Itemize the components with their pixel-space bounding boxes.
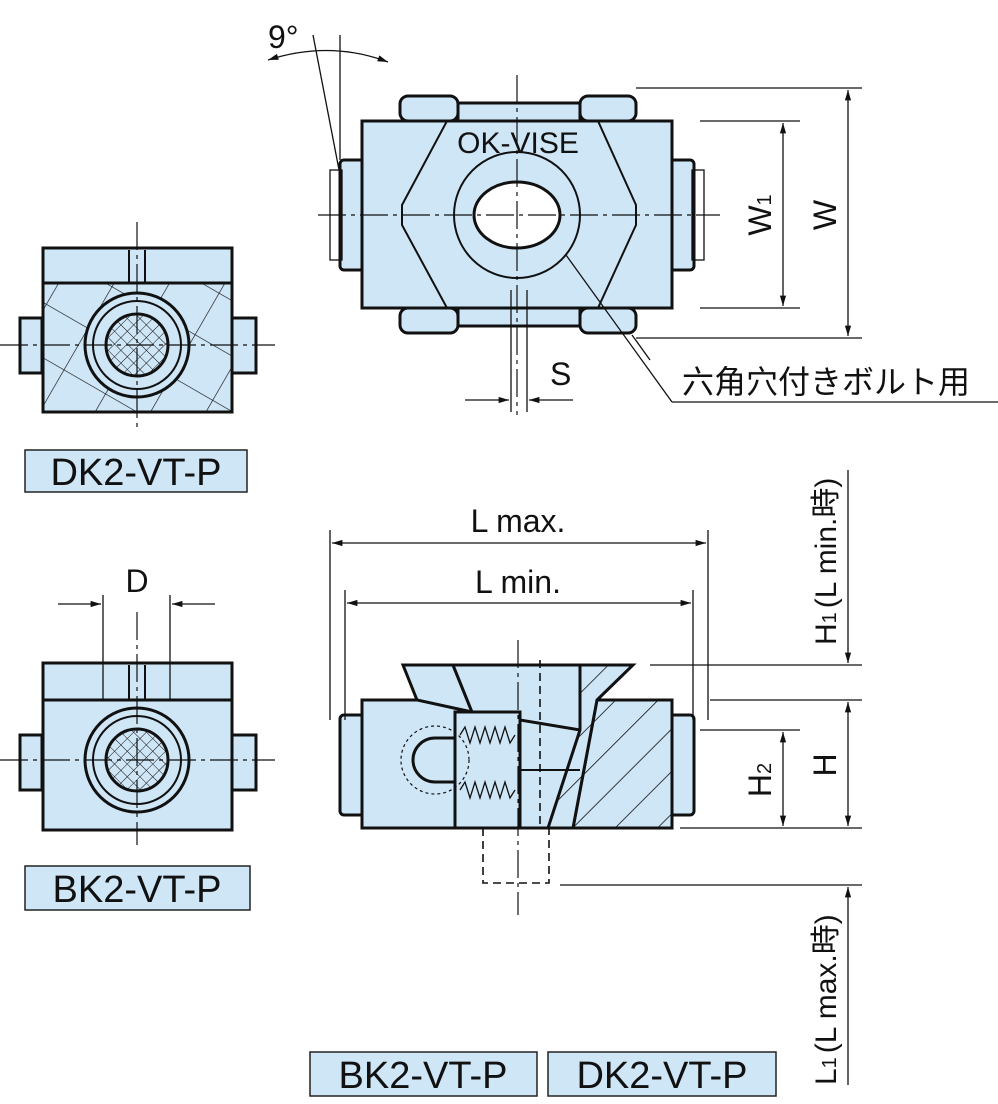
angle-label: 9° xyxy=(268,19,299,55)
hexagon-outline xyxy=(401,120,637,309)
top-view: OK-VISE 9° W W1 S 六角穴付きボルト用 xyxy=(267,19,998,415)
spring-top xyxy=(459,724,516,746)
angle-arc xyxy=(267,49,389,63)
bolt-hidden xyxy=(482,827,550,884)
dim-h1-label: H1(L min.時) xyxy=(810,478,843,645)
leader-line xyxy=(631,334,651,361)
top-right-pad xyxy=(578,94,638,123)
dim-lmin-label: L min. xyxy=(475,564,561,600)
dim-h-label: H xyxy=(807,753,843,776)
dim-h2-label: H2 xyxy=(742,763,778,797)
bottom-jaw xyxy=(456,306,582,328)
brand-label: OK-VISE xyxy=(457,127,579,160)
bk2-label-box xyxy=(24,865,251,911)
spring-housing xyxy=(453,710,522,830)
top-jaw xyxy=(456,101,582,123)
dim-s-label: S xyxy=(550,356,571,392)
plunger xyxy=(411,736,457,784)
bk2-end-view: D BK2-VT-P xyxy=(0,563,275,911)
leader-line xyxy=(565,254,673,403)
top-left-pad xyxy=(398,94,460,123)
side-label-dk2: DK2-VT-P xyxy=(576,1055,747,1097)
bottom-right-pad xyxy=(578,306,638,335)
bottom-left-pad xyxy=(398,306,460,335)
dim-w1-label: W1 xyxy=(742,194,778,235)
bk2-label: BK2-VT-P xyxy=(53,869,222,911)
angle-line xyxy=(312,34,341,176)
bolt-note: 六角穴付きボルト用 xyxy=(682,364,970,400)
dim-w-label: W xyxy=(807,199,843,230)
dim-lmax-label: L max. xyxy=(471,503,566,539)
right-wedge xyxy=(545,663,637,830)
serration xyxy=(400,725,470,795)
left-screw xyxy=(338,713,366,817)
right-screw xyxy=(668,713,696,817)
side-label-box-dk2 xyxy=(547,1051,777,1097)
side-view: L max. L min. H1(L min.時) H H2 L1(L max.… xyxy=(309,470,862,1097)
side-label-bk2: BK2-VT-P xyxy=(339,1055,508,1097)
dim-l1-label: L1(L max.時) xyxy=(810,914,843,1085)
dk2-label-box xyxy=(24,449,248,493)
spring-bottom xyxy=(459,779,516,801)
dk2-end-view: DK2-VT-P xyxy=(0,222,275,494)
dk2-label: DK2-VT-P xyxy=(50,452,221,494)
dim-d-label: D xyxy=(125,563,148,599)
side-label-box-bk2 xyxy=(309,1051,538,1097)
